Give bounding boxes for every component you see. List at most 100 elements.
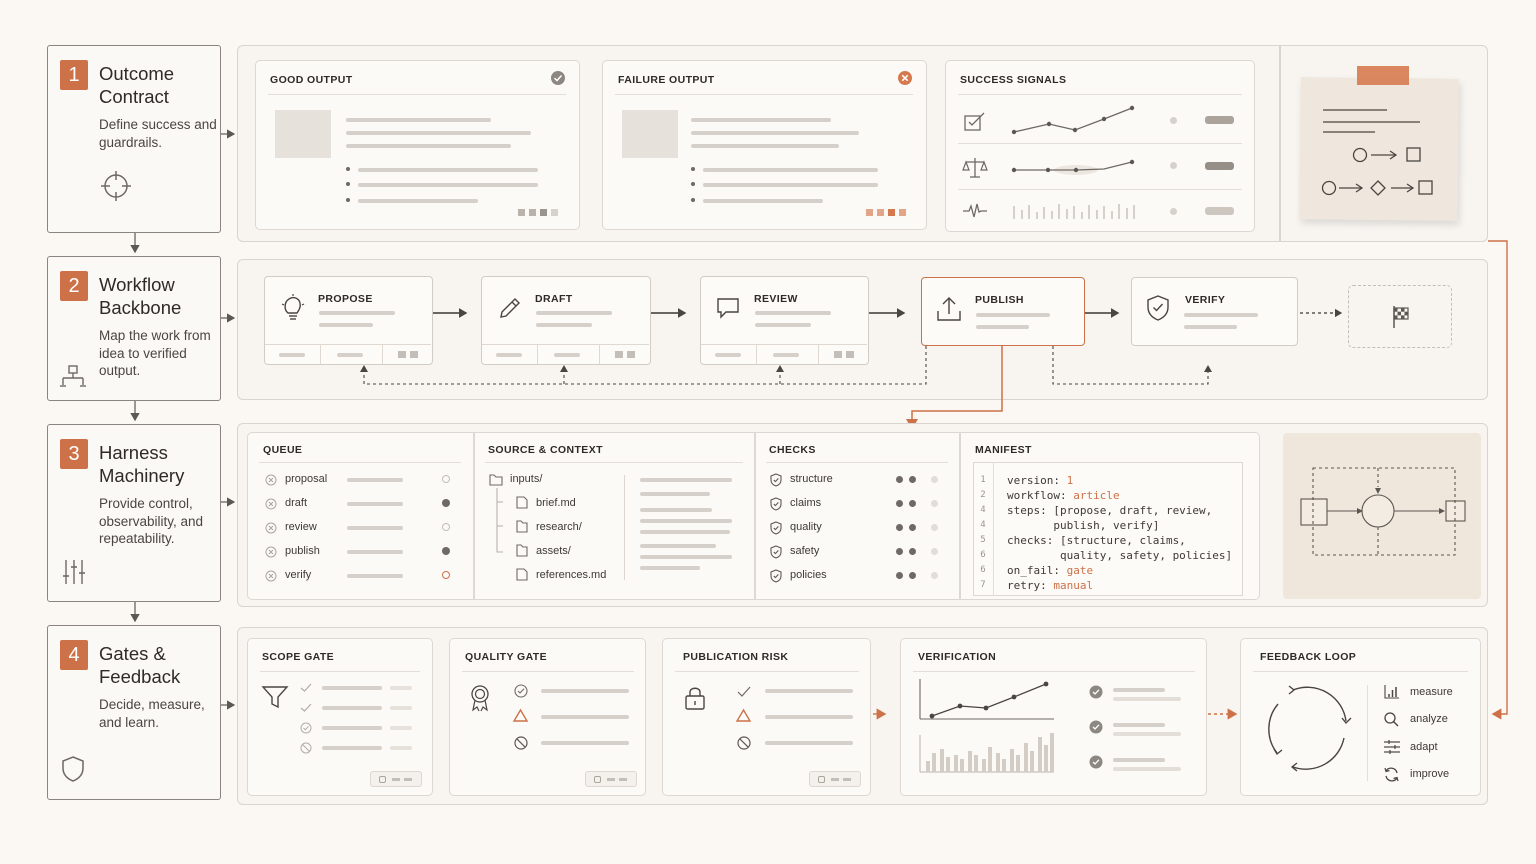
scope-gate-panel[interactable]: SCOPE GATE (247, 638, 433, 796)
check-item[interactable]: structure (770, 472, 945, 488)
divider (958, 143, 1242, 144)
step-footer (482, 344, 649, 345)
lock-icon (685, 687, 705, 710)
cycle-icon (1268, 685, 1352, 772)
workflow-step-propose[interactable]: PROPOSE (264, 276, 433, 365)
workflow-step-review[interactable]: REVIEW (700, 276, 869, 365)
code-line: workflow: article (1007, 489, 1120, 502)
workflow-step-publish[interactable]: PUBLISH (921, 277, 1085, 346)
progress-line (347, 526, 403, 530)
file-item[interactable]: references.md (536, 569, 607, 581)
status-dot (896, 548, 903, 555)
queue-item[interactable]: publish (263, 544, 458, 560)
stage-1-card[interactable]: 1 Outcome Contract Define success and gu… (47, 45, 221, 233)
balance-sparkline (1011, 159, 1135, 175)
check-item[interactable]: safety (770, 544, 945, 560)
status-dot (442, 475, 450, 483)
footer-divider (599, 344, 600, 364)
stage-3-card[interactable]: 3 Harness Machinery Provide control, obs… (47, 424, 221, 602)
trend-sparkline (1011, 105, 1135, 135)
queue-item[interactable]: review (263, 520, 458, 536)
divider (485, 462, 743, 463)
check-circle-icon (1089, 755, 1103, 769)
divider (913, 671, 1195, 672)
queue-item[interactable]: proposal (263, 472, 458, 488)
file-item[interactable]: research/ (536, 521, 582, 533)
code-line: retry: manual (1007, 579, 1094, 592)
step-label: DRAFT (535, 293, 573, 305)
manifest-code[interactable]: 1 2 4 4 5 6 6 7 version: 1 workflow: art… (973, 462, 1243, 596)
code-line: publish, verify] (1007, 519, 1160, 532)
footer-divider (320, 344, 321, 364)
shield-check-icon (770, 569, 782, 583)
file-item[interactable]: assets/ (536, 545, 571, 557)
footer-line (773, 353, 799, 357)
text-line (1113, 723, 1165, 727)
workflow-step-draft[interactable]: DRAFT (481, 276, 651, 365)
feedback-item-adapt[interactable]: adapt (1410, 741, 1438, 753)
pencil-icon (500, 298, 520, 318)
success-signals-panel[interactable]: SUCCESS SIGNALS (945, 60, 1255, 232)
divider (766, 462, 948, 463)
status-dot (931, 524, 938, 531)
text-line (755, 311, 831, 315)
queue-item[interactable]: verify (263, 568, 458, 584)
search-icon (1384, 712, 1399, 727)
feedback-loop-panel[interactable]: FEEDBACK LOOP measure analyze adapt impr… (1240, 638, 1481, 796)
publication-risk-panel[interactable]: PUBLICATION RISK (662, 638, 871, 796)
quality-gate-panel[interactable]: QUALITY GATE (449, 638, 646, 796)
divider (268, 94, 566, 95)
footer-squares (834, 351, 842, 358)
stage-2-card[interactable]: 2 Workflow Backbone Map the work from id… (47, 256, 221, 401)
status-dot (909, 500, 916, 507)
x-circle-icon (265, 546, 277, 558)
filter-icon (261, 686, 289, 709)
text-line (1113, 697, 1181, 701)
text-line (322, 746, 382, 750)
feedback-item-measure[interactable]: measure (1410, 686, 1453, 698)
text-line (322, 686, 382, 690)
queue-item-label: proposal (285, 473, 328, 485)
verification-chart (919, 679, 1054, 773)
status-dot (896, 524, 903, 531)
stage-title: Workflow Backbone (99, 274, 182, 318)
gate-footer-chip[interactable] (585, 771, 637, 787)
divider (675, 671, 859, 672)
value-pill (1205, 116, 1234, 124)
failure-output-panel[interactable]: FAILURE OUTPUT (602, 60, 927, 230)
gate-footer-chip[interactable] (370, 771, 422, 787)
panel-title: QUALITY GATE (465, 651, 547, 663)
stage-4-card[interactable]: 4 Gates & Feedback Decide, measure, and … (47, 625, 221, 800)
verification-panel[interactable]: VERIFICATION (900, 638, 1207, 796)
text-line (322, 706, 382, 710)
divider (958, 189, 1242, 190)
text-line (346, 118, 491, 122)
check-item[interactable]: quality (770, 520, 945, 536)
feedback-item-analyze[interactable]: analyze (1410, 713, 1448, 725)
text-line (976, 325, 1029, 329)
status-dot (909, 548, 916, 555)
gate-footer-chip[interactable] (809, 771, 861, 787)
file-tree (489, 474, 528, 581)
feedback-item-improve[interactable]: improve (1410, 768, 1450, 780)
footer-divider (537, 344, 538, 364)
stage-title: Harness Machinery (99, 442, 185, 486)
check-item[interactable]: policies (770, 568, 945, 584)
stage-description: Map the work from idea to verified outpu… (99, 328, 211, 378)
manifest-title: MANIFEST (975, 444, 1032, 456)
text-line (390, 706, 412, 710)
step-footer (701, 344, 867, 345)
code-line: checks: [structure, claims, (1007, 534, 1186, 547)
text-line (319, 323, 373, 327)
status-dot (909, 524, 916, 531)
flow-sketch (1321, 109, 1433, 196)
good-output-panel[interactable]: GOOD OUTPUT (255, 60, 580, 230)
check-icon (300, 703, 312, 712)
workflow-step-verify[interactable]: VERIFY (1131, 277, 1298, 346)
queue-item[interactable]: draft (263, 496, 458, 512)
file-item[interactable]: brief.md (536, 497, 576, 509)
check-item[interactable]: claims (770, 496, 945, 512)
folder-root-label[interactable]: inputs/ (510, 473, 543, 485)
text-line (322, 726, 382, 730)
x-circle-icon (265, 474, 277, 486)
